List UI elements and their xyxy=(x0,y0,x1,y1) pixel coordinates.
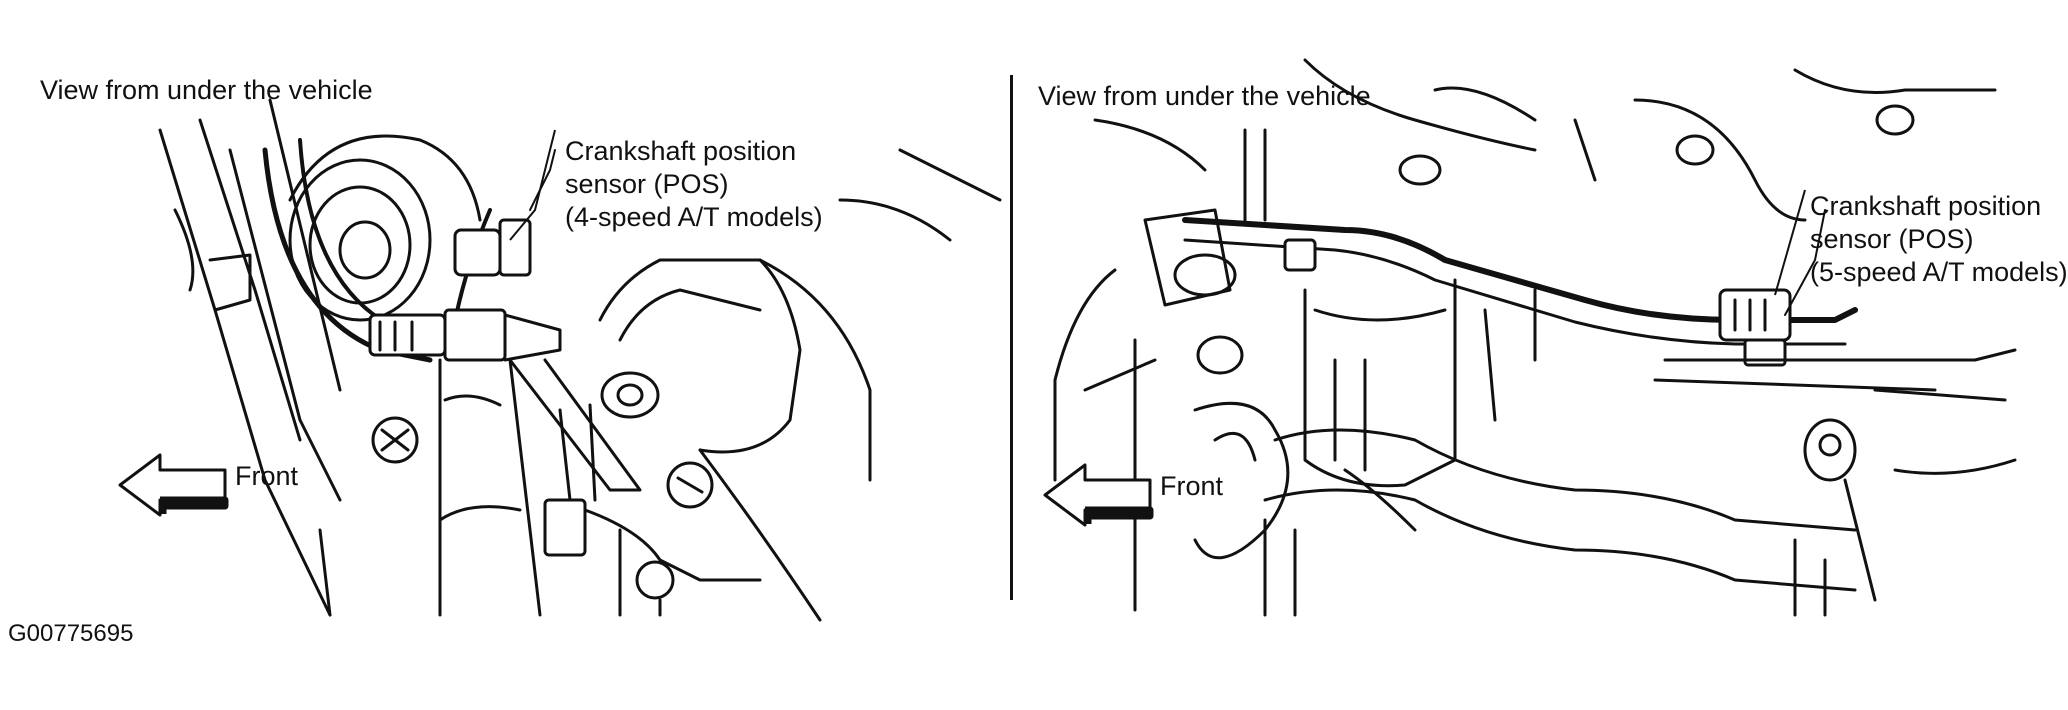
sensor-callout: Crankshaft position sensor (POS) (5-spee… xyxy=(1810,190,2068,289)
sensor-callout: Crankshaft position sensor (POS) (4-spee… xyxy=(565,135,823,234)
front-label: Front xyxy=(1160,471,1224,501)
view-label: View from under the vehicle xyxy=(1038,81,1371,111)
callout-leader-line xyxy=(1774,189,1806,296)
left-engine-illustration xyxy=(158,98,1002,622)
callout-line-2: sensor (POS) xyxy=(1810,224,1974,254)
callout-line-3: (4-speed A/T models) xyxy=(565,202,823,232)
panel-divider xyxy=(1010,75,1013,600)
callout-leader-line xyxy=(509,129,556,241)
front-label: Front xyxy=(235,461,299,491)
front-arrow-icon xyxy=(1043,463,1154,527)
left-diagram-panel: View from under the vehicle Crankshaft p… xyxy=(0,60,1010,622)
callout-line-2: sensor (POS) xyxy=(565,169,729,199)
front-arrow-icon xyxy=(118,453,229,517)
figure-id: G00775695 xyxy=(8,620,134,647)
callout-line-1: Crankshaft position xyxy=(565,136,797,166)
right-engine-illustration xyxy=(1053,58,2017,617)
callout-line-1: Crankshaft position xyxy=(1810,191,2042,221)
callout-line-3: (5-speed A/T models) xyxy=(1810,257,2068,287)
right-diagram-panel: View from under the vehicle Crankshaft p… xyxy=(1015,58,2068,617)
view-label: View from under the vehicle xyxy=(40,75,373,105)
